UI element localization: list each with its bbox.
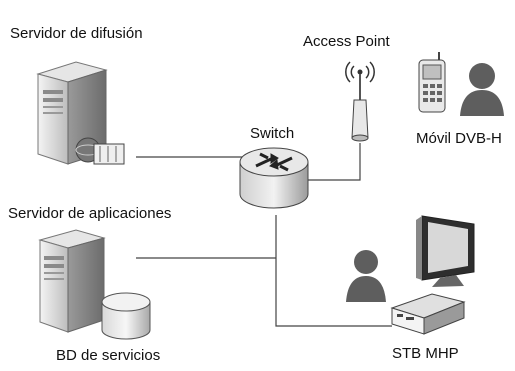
set-top-box-icon (390, 293, 466, 335)
network-switch-icon (239, 147, 309, 209)
broadcast-server-icon (36, 61, 108, 165)
link-switch-stb (275, 215, 392, 327)
broadcast-card-icon (75, 137, 125, 165)
database-label: BD de servicios (56, 347, 161, 364)
broadcast-server-label: Servidor de difusión (10, 25, 143, 42)
user-icon (346, 250, 386, 302)
mobile-phone-icon (418, 52, 446, 113)
user-icon (460, 63, 504, 116)
mobile-dvbh-label: Móvil DVB-H (416, 130, 502, 147)
wireless-access-point-icon (345, 61, 375, 142)
stb-mhp-label: STB MHP (392, 345, 459, 362)
database-cylinder-icon (101, 292, 151, 340)
link-switch-accesspoint (306, 143, 361, 181)
app-server-icon (38, 229, 106, 333)
monitor-icon (416, 215, 475, 287)
access-point-label: Access Point (303, 33, 390, 50)
app-server-label: Servidor de aplicaciones (8, 205, 172, 222)
switch-label: Switch (250, 125, 295, 142)
